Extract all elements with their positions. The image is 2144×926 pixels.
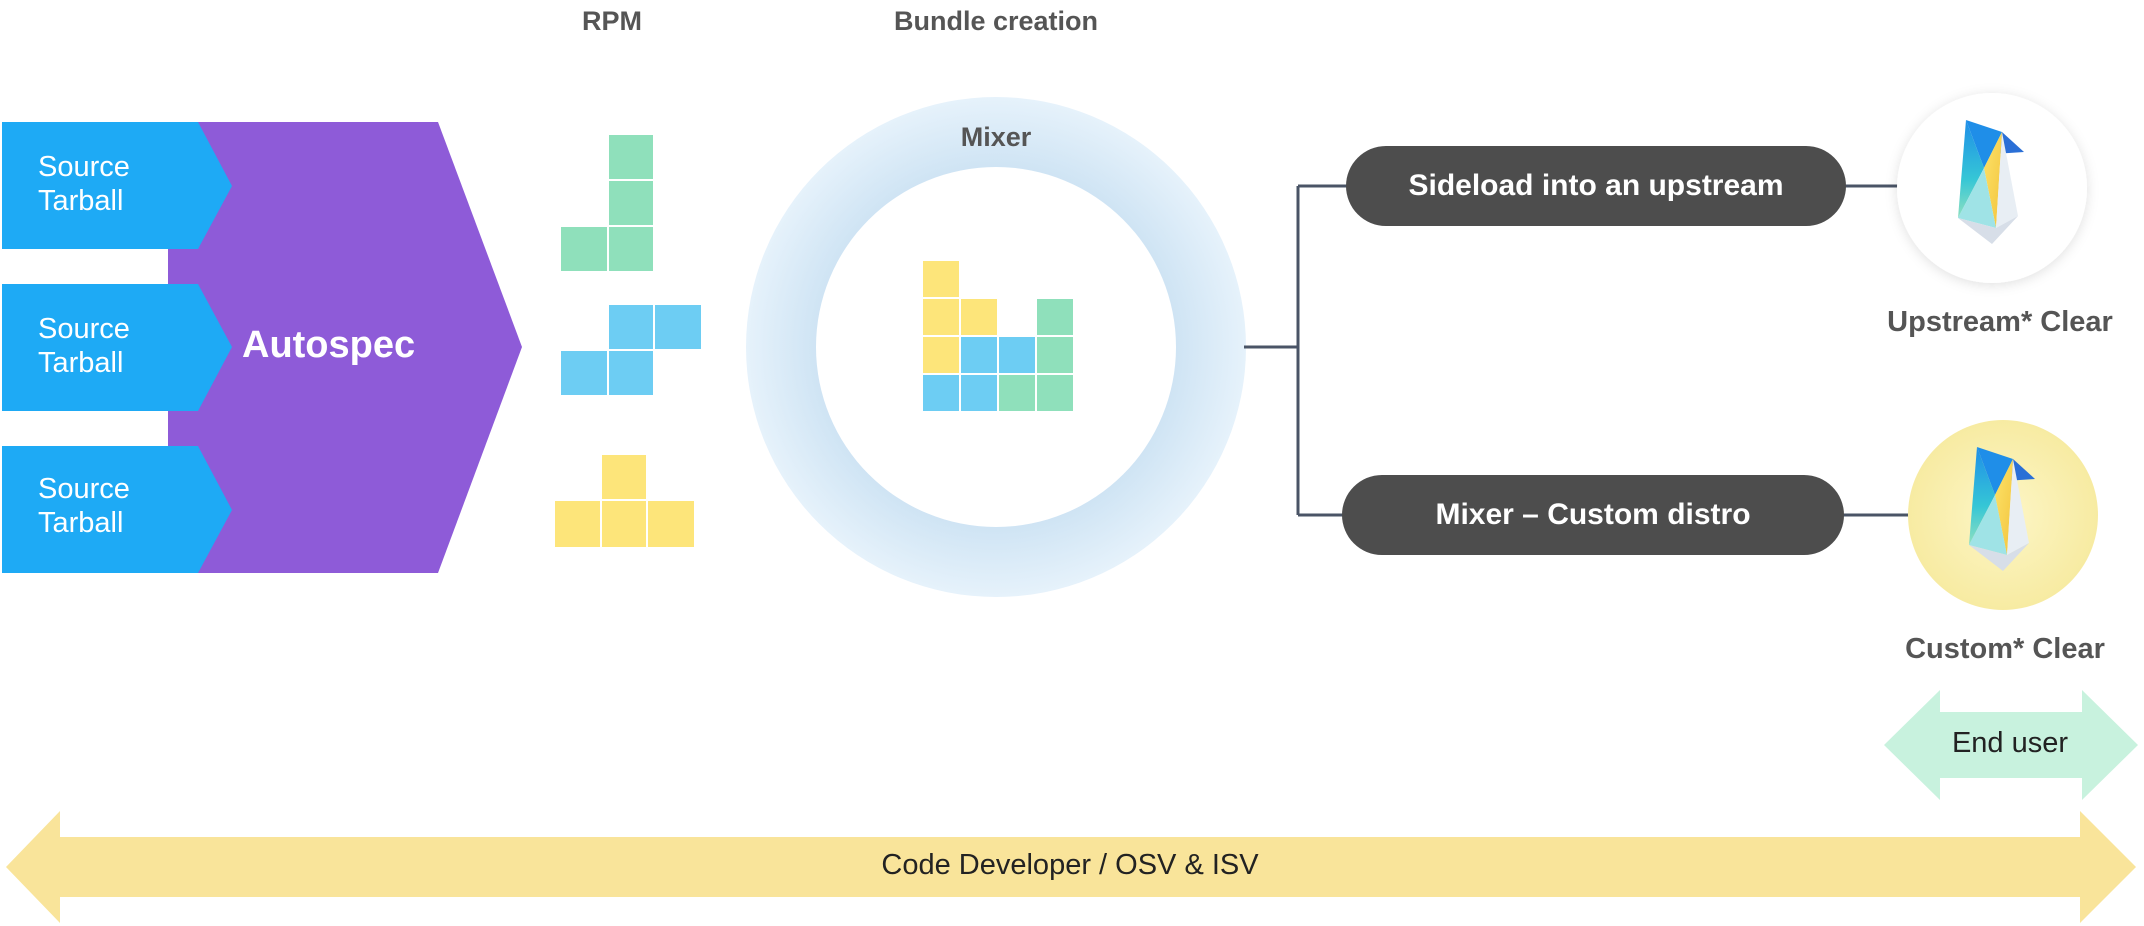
mixer-label: Mixer bbox=[960, 122, 1032, 152]
source-tarball-3-line2: Tarball bbox=[38, 507, 124, 539]
source-tarball-1 bbox=[2, 122, 232, 249]
mixer-custom-distro-text: Mixer – Custom distro bbox=[1435, 498, 1751, 531]
autospec-block bbox=[168, 122, 522, 573]
end-user-label: End user bbox=[1951, 727, 2069, 759]
source-tarball-3-label: Source Tarball bbox=[38, 472, 130, 540]
clear-linux-logo-icon bbox=[1958, 120, 2024, 244]
rpm-yellow-blocks bbox=[553, 453, 696, 549]
clear-linux-logo-icon bbox=[1969, 447, 2035, 571]
mixer-custom-distro-pill: Mixer – Custom distro bbox=[1342, 475, 1844, 555]
source-tarball-2-label: Source Tarball bbox=[38, 312, 130, 380]
rpm-green-blocks bbox=[559, 133, 655, 273]
connector-lines bbox=[1244, 184, 1940, 517]
source-tarball-2-line1: Source bbox=[38, 313, 130, 345]
rpm-header: RPM bbox=[582, 6, 642, 36]
mixer-blocks bbox=[921, 259, 1075, 413]
source-tarball-3-line1: Source bbox=[38, 473, 130, 505]
upstream-clear-caption: Upstream* Clear bbox=[1887, 306, 2113, 338]
developer-arrow bbox=[6, 811, 2136, 923]
source-tarball-1-line1: Source bbox=[38, 151, 130, 183]
source-tarball-3 bbox=[2, 446, 232, 573]
source-tarball-1-label: Source Tarball bbox=[38, 150, 130, 218]
source-tarball-2 bbox=[2, 284, 232, 411]
source-tarball-1-line2: Tarball bbox=[38, 185, 124, 217]
autospec-label: Autospec bbox=[242, 324, 416, 366]
end-user-arrow bbox=[1884, 690, 2138, 800]
developer-label: Code Developer / OSV & ISV bbox=[881, 849, 1259, 881]
custom-clear-caption: Custom* Clear bbox=[1905, 633, 2105, 665]
rpm-blue-blocks bbox=[559, 303, 703, 397]
sideload-upstream-text: Sideload into an upstream bbox=[1408, 169, 1784, 202]
source-tarball-2-line2: Tarball bbox=[38, 347, 124, 379]
sideload-upstream-pill: Sideload into an upstream bbox=[1346, 146, 1846, 226]
bundle-creation-header: Bundle creation bbox=[893, 6, 1099, 36]
